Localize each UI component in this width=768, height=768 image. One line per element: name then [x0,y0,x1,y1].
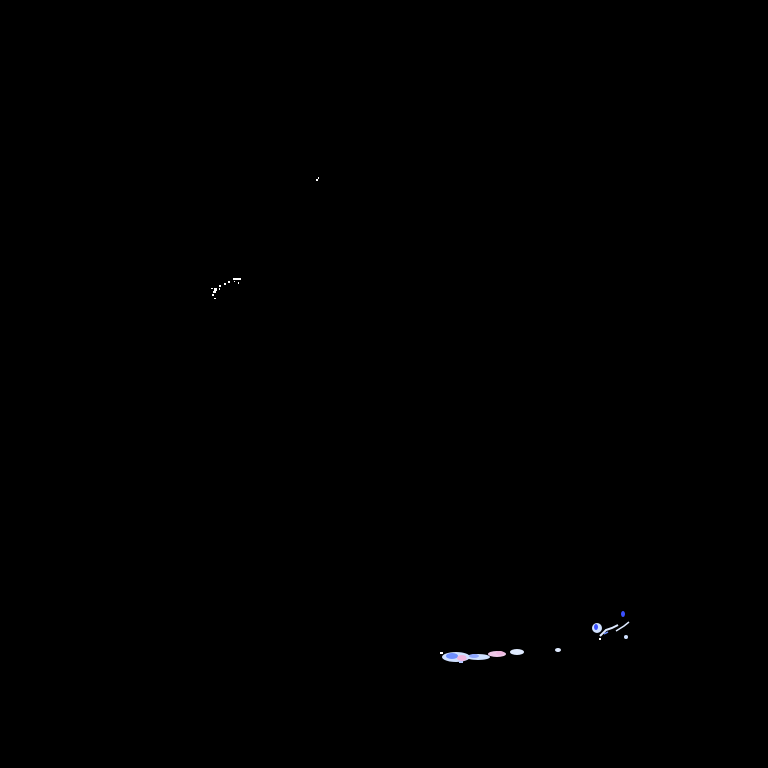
speck-top [316,177,319,181]
echo-band-bottom [440,649,524,663]
speckle-cluster-left [211,278,241,299]
echo-small-dot [555,648,561,652]
echo-cluster-right [592,611,630,640]
